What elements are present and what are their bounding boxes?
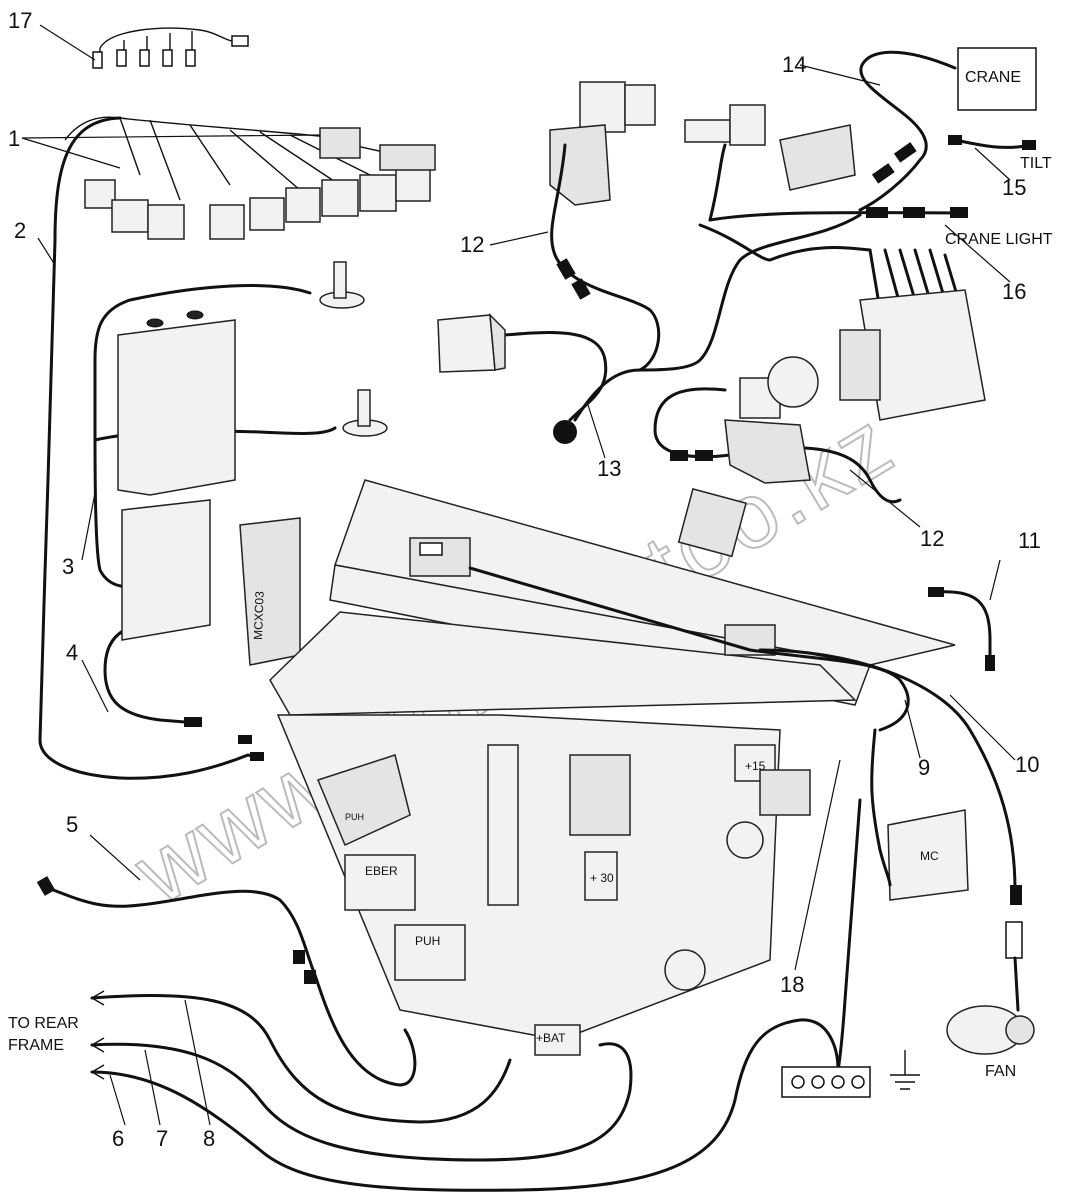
harness-16: CRANE LIGHT [708, 207, 1053, 248]
harness-14 [858, 50, 957, 212]
callout-16: 16 [1002, 279, 1026, 304]
electrical-panel: PUH EBER PUH + 30 +15 +BAT [276, 714, 811, 1056]
callout-4: 4 [66, 640, 78, 665]
harness-12-lower [653, 387, 902, 504]
callout-18: 18 [780, 972, 804, 997]
leader-lines [21, 24, 1016, 1126]
callout-12-lower: 12 [920, 526, 944, 551]
switch-group-1 [64, 116, 436, 240]
callout-2: 2 [14, 218, 26, 243]
puh-label: PUH [415, 934, 440, 948]
tilt-label: TILT [1020, 155, 1052, 172]
harness-5 [36, 876, 417, 1087]
callout-14: 14 [782, 52, 806, 77]
callout-6: 6 [112, 1126, 124, 1151]
control-cabinet: MCXC03 [117, 310, 301, 666]
harness-11 [928, 587, 995, 671]
rear-frame-harnesses [90, 990, 840, 1192]
callout-numbers: 17 1 2 3 4 5 6 7 8 9 10 11 12 12 13 14 1… [8, 8, 1041, 1151]
harness-12-upper [550, 143, 661, 372]
callout-17: 17 [8, 8, 32, 33]
plus30-label: + 30 [590, 871, 614, 885]
crane-box: CRANE [957, 47, 1037, 111]
harness-17 [92, 27, 249, 69]
motor-unit-lower [724, 356, 819, 484]
plus-bat-label: +BAT [536, 1031, 566, 1045]
module-label: PUH [345, 812, 364, 822]
crane-light-label: CRANE LIGHT [945, 231, 1053, 248]
harness-2 [38, 116, 264, 780]
motor-unit-upper [549, 81, 656, 206]
callout-13: 13 [597, 456, 621, 481]
crane-label: CRANE [965, 69, 1021, 86]
harness-13 [503, 213, 862, 444]
mc-label: MC [920, 849, 939, 863]
mcxc03-label: MCXC03 [251, 591, 267, 640]
callout-15: 15 [1002, 175, 1026, 200]
dashboard-panel [269, 479, 956, 716]
callout-8: 8 [203, 1126, 215, 1151]
to-rear-frame-line2: FRAME [8, 1037, 64, 1054]
callout-9: 9 [918, 755, 930, 780]
harness-15: TILT [948, 135, 1052, 172]
joystick-upper [319, 261, 365, 309]
fan-label: FAN [985, 1063, 1016, 1080]
callout-5: 5 [66, 812, 78, 837]
monitor [437, 313, 506, 373]
crane-valve-block [684, 104, 856, 222]
callout-1: 1 [8, 126, 20, 151]
callout-11: 11 [1018, 528, 1041, 553]
to-rear-frame-label: TO REAR FRAME [8, 1015, 79, 1054]
callout-7: 7 [156, 1126, 168, 1151]
callout-12-upper: 12 [460, 232, 484, 257]
joystick-lower [342, 389, 388, 437]
eber-label: EBER [365, 864, 398, 878]
callout-3: 3 [62, 554, 74, 579]
valve-bank [698, 223, 986, 421]
callout-10: 10 [1015, 752, 1039, 777]
fan-motor: FAN [946, 1005, 1035, 1080]
ground-terminal [781, 1050, 920, 1098]
mc-module: MC [887, 809, 969, 901]
harness-10 [758, 648, 1023, 1012]
to-rear-frame-line1: TO REAR [8, 1015, 79, 1032]
